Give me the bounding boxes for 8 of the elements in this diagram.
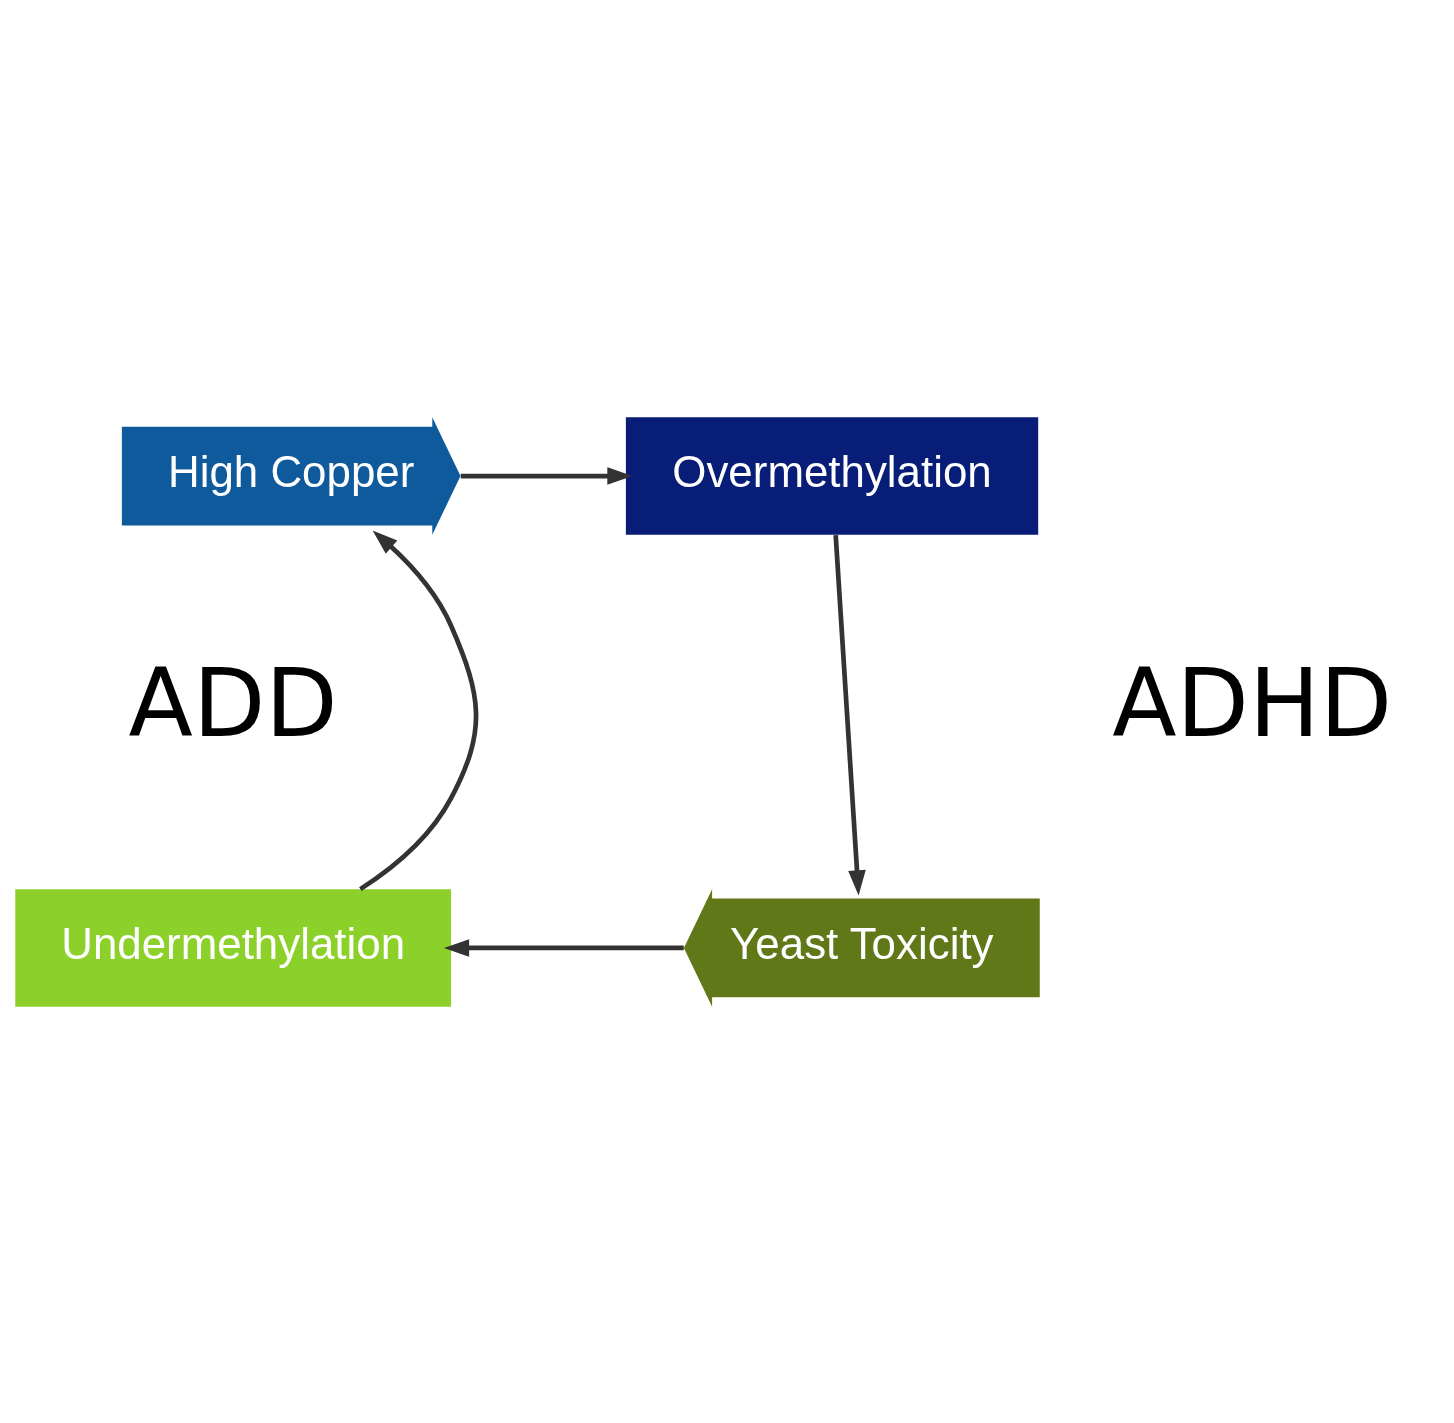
arrow bbox=[359, 530, 479, 891]
node-box: Undermethylation bbox=[15, 888, 452, 1007]
label: ADD bbox=[128, 648, 338, 758]
arrow bbox=[444, 938, 684, 957]
arrow bbox=[833, 534, 866, 896]
node-box: Overmethylation bbox=[625, 416, 1039, 535]
arrow bbox=[460, 466, 633, 485]
label: ADHD bbox=[1112, 648, 1393, 758]
